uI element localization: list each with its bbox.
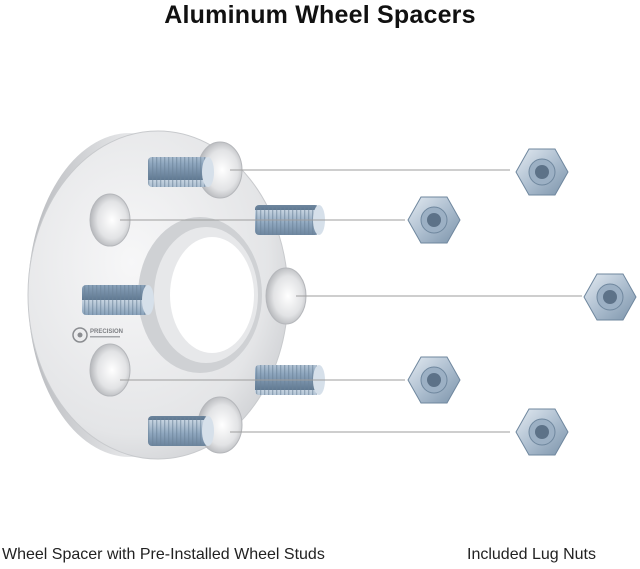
- lug-nuts: [407, 148, 637, 456]
- lug-nut: [407, 356, 461, 404]
- lug-nuts-caption: Included Lug Nuts: [467, 546, 596, 563]
- logo-text: PRECISION: [90, 329, 123, 335]
- lug-nut: [407, 196, 461, 244]
- page-title: Aluminum Wheel Spacers: [164, 1, 476, 29]
- precision-logo: PRECISION: [72, 327, 123, 343]
- wheel-stud: [148, 416, 214, 446]
- wheel-stud: [82, 285, 154, 315]
- wheel-spacer-caption: Wheel Spacer with Pre-Installed Wheel St…: [2, 546, 325, 563]
- wheel-stud: [148, 157, 214, 187]
- lug-nut: [515, 148, 569, 196]
- leader-lines: [120, 169, 582, 433]
- lug-nut: [583, 273, 637, 321]
- lug-nut: [515, 408, 569, 456]
